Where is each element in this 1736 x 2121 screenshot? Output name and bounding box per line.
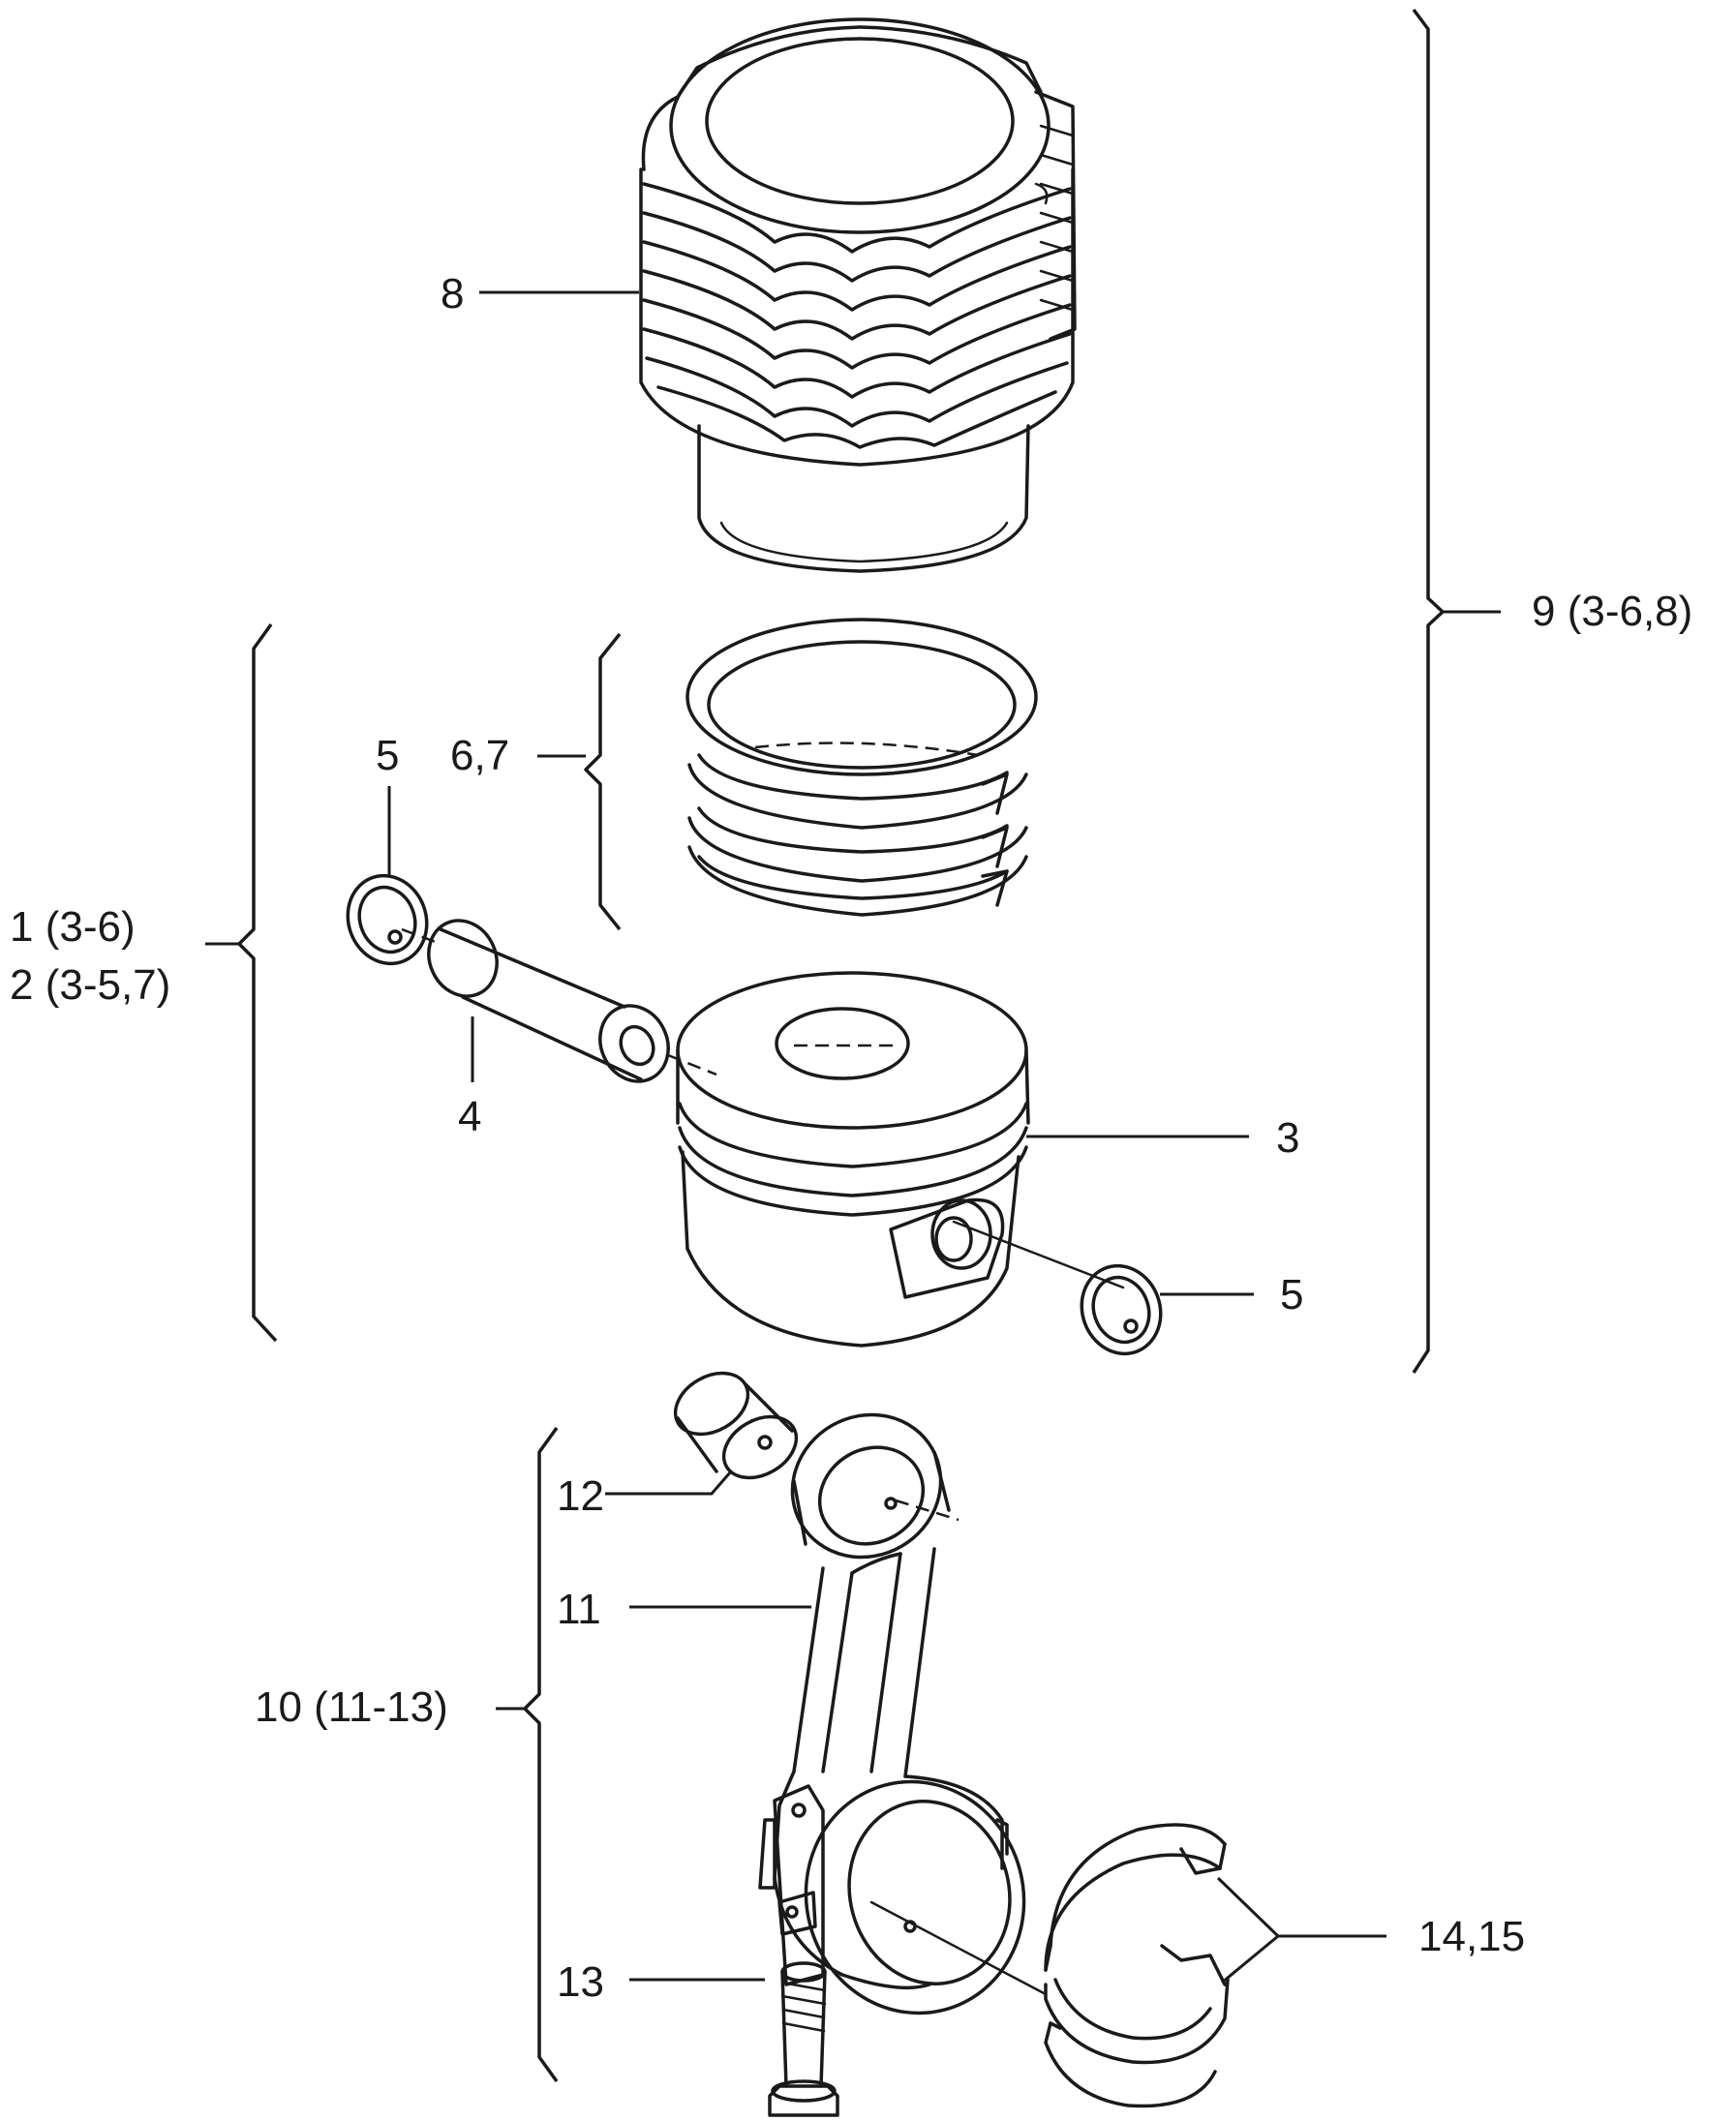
cooling-fins [642,182,1072,449]
label-circlip-left: 5 [376,732,399,779]
circlip-left-part [346,873,429,966]
label-conrod-bolt: 13 [557,1958,604,2006]
piston-rings-part [685,618,1038,917]
label-piston: 3 [1276,1114,1299,1162]
brace-piston-rings [584,632,622,931]
label-piston-pin: 4 [458,1093,481,1140]
leader-bearing-shells [1216,1876,1386,1985]
conrod-bolt-part [768,1961,839,2117]
leader-small-end-bush [605,1470,733,1496]
label-piston-assy-1: 1 (3-6) [10,903,136,951]
axis-pin-right [667,1053,717,1076]
axis-piston-pin [952,1220,1125,1289]
brace-cylinder-kit [1412,8,1445,1374]
bearing-shells-part [1044,1823,1230,2108]
small-end-bush-part [673,1371,799,1480]
label-circlip-right: 5 [1280,1271,1303,1318]
label-conrod-assy: 10 (11-13) [255,1683,448,1731]
brace-conrod-assy [523,1426,559,2083]
label-piston-rings: 6,7 [450,732,509,779]
label-cylinder-kit: 9 (3-6,8) [1532,588,1692,635]
brace-piston-assy [237,622,278,1343]
axis-big-end [869,1900,1048,1996]
label-small-end-bush: 12 [557,1472,604,1520]
label-piston-assy-2: 2 (3-5,7) [10,961,170,1009]
axis-pin-left [401,927,442,946]
cylinder-part [639,17,1077,573]
circlip-right-part [1080,1263,1163,1356]
piston-pin-part [427,919,670,1083]
label-bearing-shells: 14,15 [1418,1913,1525,1960]
piston-part [676,971,1030,1348]
conrod-part [758,1412,1026,2015]
label-conrod: 11 [557,1586,601,1633]
axis-small-end [895,1499,959,1522]
label-cylinder: 8 [441,270,464,318]
